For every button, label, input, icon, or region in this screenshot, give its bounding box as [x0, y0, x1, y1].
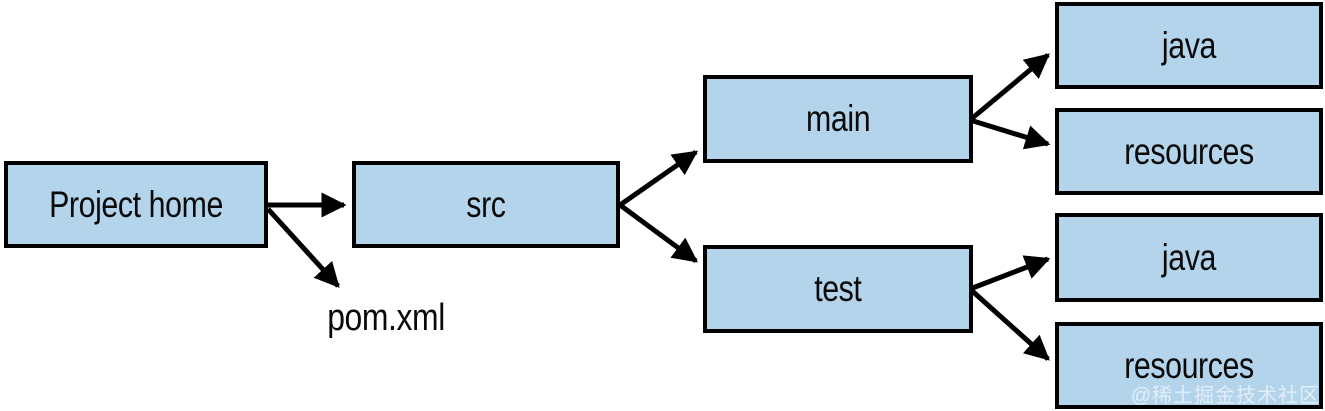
arrow-src-to-test: [618, 202, 699, 264]
node-main: main: [703, 75, 973, 163]
watermark: @稀土掘金技术社区: [1130, 385, 1320, 407]
arrow-main-to-resources: [969, 117, 1051, 150]
node-test-resources: resources: [1055, 322, 1323, 409]
pom-xml-label: pom.xml: [327, 297, 445, 339]
node-main-java-label: java: [1161, 24, 1217, 66]
node-test: test: [703, 245, 973, 333]
node-main-resources-label: resources: [1124, 130, 1254, 172]
node-project-home-label: Project home: [49, 183, 223, 225]
node-test-label: test: [814, 268, 862, 309]
node-main-java: java: [1055, 2, 1323, 89]
node-project-home: Project home: [4, 161, 268, 248]
node-src-label: src: [466, 183, 506, 225]
node-test-resources-label: resources: [1124, 344, 1254, 386]
node-test-java: java: [1055, 213, 1323, 302]
arrow-test-to-resources: [968, 287, 1050, 361]
arrow-project-home-to-pom-xml: [266, 207, 340, 288]
node-test-java-label: java: [1161, 236, 1217, 278]
node-main-resources: resources: [1055, 108, 1323, 195]
arrow-test-to-java: [969, 255, 1051, 292]
arrow-main-to-java: [968, 53, 1050, 122]
arrow-src-to-main: [618, 149, 699, 208]
node-src: src: [352, 161, 620, 248]
node-main-label: main: [805, 98, 871, 139]
